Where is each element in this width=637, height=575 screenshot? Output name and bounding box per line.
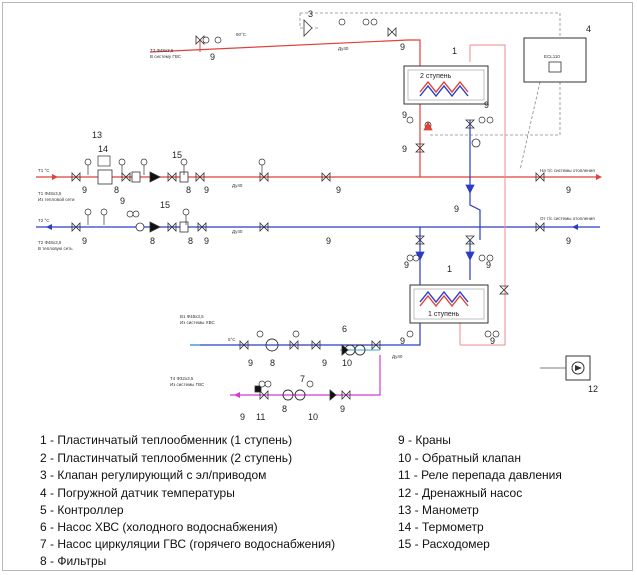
- valves: [71, 27, 545, 400]
- callout-15b: 15: [160, 200, 170, 210]
- t3-sub2: В систему ГВС: [150, 54, 182, 59]
- callout-9: 9: [326, 236, 331, 246]
- callout-9: 9: [402, 110, 407, 120]
- controller: ECL110: [523, 37, 587, 83]
- heating-return-line: [36, 226, 600, 310]
- callout-9: 9: [566, 185, 571, 195]
- callouts: 3 4 1 1 13 14 15 15 6 7 10 10 11 12 9 9 …: [82, 9, 598, 422]
- b1-sub2: Из системы ХВС: [180, 320, 216, 325]
- callout-10b: 10: [308, 412, 318, 422]
- callout-9: 9: [120, 196, 125, 206]
- t1-sub: Т1 Ф48х3,5: [38, 191, 62, 196]
- recirculation-pink: [459, 44, 506, 346]
- callout-9: 9: [240, 412, 245, 422]
- heat-exchanger-1: 1 ступень: [409, 284, 489, 324]
- callout-9: 9: [402, 144, 407, 154]
- callout-9: 9: [82, 236, 87, 246]
- heat-exchanger-2: 2 ступень: [403, 65, 489, 105]
- callout-8: 8: [188, 236, 193, 246]
- callout-9: 9: [82, 185, 87, 195]
- pipe-labels: 60°C 5°C Ду40 Ду40 Ду40 Ду40 Т1 °С Т2 °С…: [38, 32, 595, 387]
- callout-8: 8: [150, 236, 155, 246]
- callout-9: 9: [204, 185, 209, 195]
- callout-15a: 15: [172, 150, 182, 160]
- callout-9: 9: [566, 236, 571, 246]
- callout-8: 8: [186, 185, 191, 195]
- thermometer: [97, 155, 111, 167]
- t1-sub2: Из тепловой сети: [38, 196, 75, 202]
- callout-13: 13: [92, 130, 102, 140]
- t2-sub: Т2 Ф48х3,5: [38, 240, 62, 245]
- callout-7: 7: [300, 374, 305, 384]
- callout-8: 8: [114, 185, 119, 195]
- circulation-line: [230, 355, 381, 396]
- dn-label: Ду40: [392, 354, 403, 359]
- callout-1-top: 1: [452, 46, 457, 56]
- callout-9: 9: [404, 260, 409, 270]
- hx1-label: 1 ступень: [428, 311, 460, 318]
- callout-12: 12: [588, 384, 598, 394]
- callout-9: 9: [204, 236, 209, 246]
- callout-3: 3: [308, 9, 313, 19]
- temp-60: 60°C: [236, 32, 247, 37]
- heating-supply-line: [36, 100, 600, 178]
- callout-8: 8: [282, 404, 287, 414]
- t2-label: Т2 °С: [38, 218, 50, 223]
- callout-9: 9: [210, 52, 215, 62]
- callout-11: 11: [256, 412, 265, 422]
- callout-9: 9: [490, 336, 495, 346]
- dn-label: Ду40: [232, 229, 243, 234]
- t3-sub: Т3 Ф48х3,5: [150, 48, 174, 53]
- heat-in-label: От т/с системы отопления: [540, 216, 595, 221]
- callout-4: 4: [586, 24, 591, 34]
- cold-water-line: [190, 310, 421, 351]
- drain-pump: [565, 355, 591, 381]
- callout-9: 9: [340, 404, 345, 414]
- hx2-label: 2 ступень: [420, 73, 452, 80]
- callout-9: 9: [454, 204, 459, 214]
- callout-1-bottom: 1: [447, 264, 452, 274]
- pumps: [265, 338, 366, 401]
- callout-14: 14: [98, 144, 108, 154]
- callout-9: 9: [486, 260, 491, 270]
- fittings: [97, 19, 481, 401]
- b1-sub: В1 Ф48х3,5: [180, 314, 204, 319]
- t4-sub2: Из системы ГВС: [170, 382, 205, 387]
- dhw-supply-line: [149, 39, 421, 100]
- callout-9: 9: [400, 336, 405, 346]
- heating-substation-diagram: 2 ступень 1 ступень ECL110: [36, 9, 602, 422]
- callout-9: 9: [248, 358, 253, 368]
- callout-8: 8: [270, 358, 275, 368]
- t1-label: Т1 °С: [38, 168, 50, 173]
- temp-5: 5°C: [228, 337, 236, 342]
- callout-6: 6: [342, 324, 347, 334]
- flow-arrows: [46, 174, 602, 398]
- callout-9: 9: [484, 100, 489, 110]
- callout-9: 9: [400, 42, 405, 52]
- controller-label: ECL110: [544, 54, 560, 59]
- callout-9: 9: [322, 358, 327, 368]
- t2-sub2: В тепловую сеть: [38, 246, 73, 251]
- dn-label: Ду40: [232, 183, 243, 188]
- callout-10a: 10: [342, 358, 352, 368]
- heat-out-label: На т/с системы отопления: [540, 168, 595, 173]
- t4-sub: Т4 Ф32х3,5: [170, 376, 194, 381]
- dn-label: Ду40: [338, 46, 349, 51]
- callout-9: 9: [336, 185, 341, 195]
